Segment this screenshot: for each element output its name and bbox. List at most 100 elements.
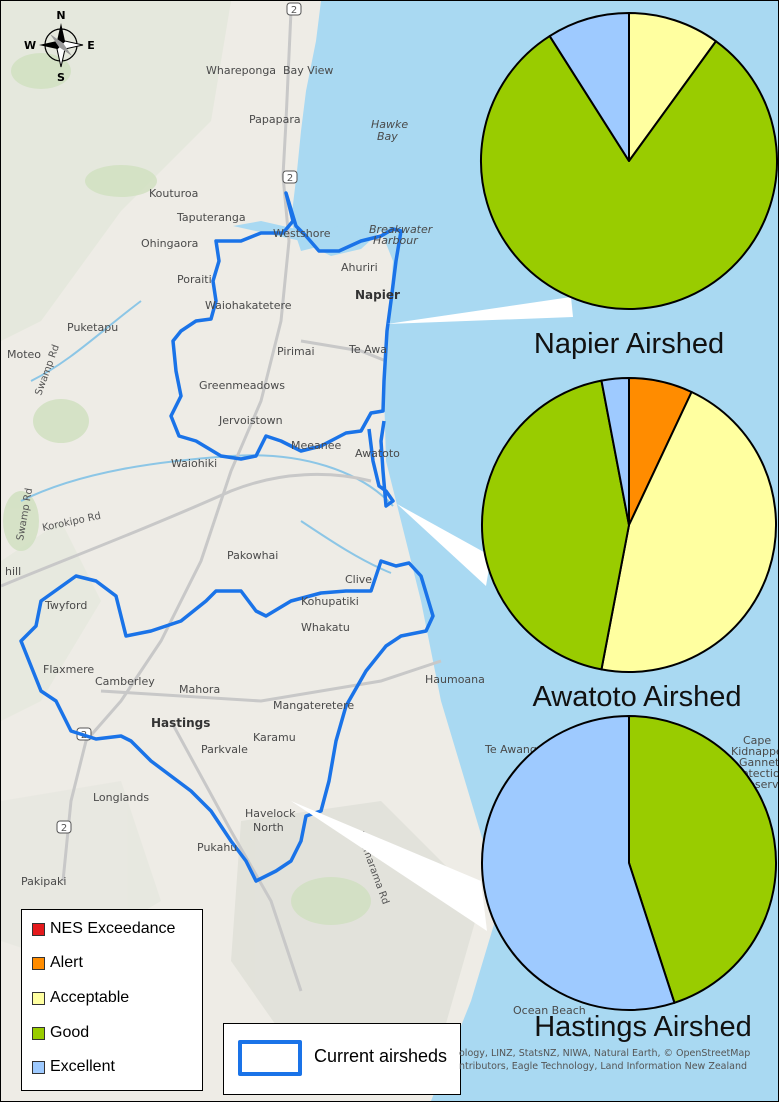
legend-item-alert: Alert xyxy=(32,954,83,972)
map-attribution: ology, LINZ, StatsNZ, NIWA, Natural Eart… xyxy=(459,1047,775,1073)
place-meeanee: Meeanee xyxy=(291,439,342,452)
svg-text:2: 2 xyxy=(291,5,297,16)
legend-swatch xyxy=(32,991,45,1005)
attribution-line-2: ntributors, Eagle Technology, Land Infor… xyxy=(459,1061,748,1072)
place-bay-view: Bay View xyxy=(283,64,333,77)
place-ohingaora: Ohingaora xyxy=(141,237,198,250)
svg-text:2: 2 xyxy=(61,823,67,834)
place-breakwater: Breakwater xyxy=(369,223,434,236)
place-awatoto: Awatoto xyxy=(355,447,400,460)
place-havelock: Havelock xyxy=(245,807,296,820)
place-greenmeadows: Greenmeadows xyxy=(199,379,285,392)
awatoto-pie-slice-acceptable xyxy=(600,390,778,673)
svg-text:S: S xyxy=(57,71,65,84)
place-kouturoa: Kouturoa xyxy=(149,187,198,200)
svg-text:Cape: Cape xyxy=(743,734,771,747)
awatoto-leader xyxy=(397,504,491,586)
pie-leaders xyxy=(291,297,573,931)
place-te-awa: Te Awa xyxy=(348,343,387,356)
hastings-airshed-boundary xyxy=(19,559,435,883)
place-pirimai: Pirimai xyxy=(277,345,315,358)
svg-text:Gannet: Gannet xyxy=(739,756,778,769)
pie-charts xyxy=(480,12,778,1011)
place-ahuriri: Ahuriri xyxy=(341,261,378,274)
legend-swatch xyxy=(32,1026,45,1040)
legend-item-excellent: Excellent xyxy=(32,1058,115,1076)
legend-item-acceptable: Acceptable xyxy=(32,989,129,1007)
hastings-pie-slice-good xyxy=(628,715,777,1004)
napier-airshed-title: Napier Airshed xyxy=(534,328,724,360)
place-labels: Whareponga Bay View Papapara Hawke Bay K… xyxy=(5,64,778,1017)
awatoto-airshed-pie xyxy=(481,376,778,673)
place-whakatu: Whakatu xyxy=(301,621,350,634)
place-flaxmere: Flaxmere xyxy=(43,663,94,676)
place-mangateretere: Mangateretere xyxy=(273,699,354,712)
legend-swatch xyxy=(32,956,45,970)
sh2-shield-a: 2 xyxy=(286,2,302,16)
place-waiohakatetere: Waiohakatetere xyxy=(205,299,292,312)
place-camberley: Camberley xyxy=(95,675,155,688)
attribution-line-1: ology, LINZ, StatsNZ, NIWA, Natural Eart… xyxy=(459,1048,751,1059)
svg-text:Kidnappers: Kidnappers xyxy=(731,745,778,758)
legend-item-good: Good xyxy=(32,1024,89,1042)
place-ocean-beach: Ocean Beach xyxy=(513,1004,586,1017)
air-quality-legend: NES Exceedance Alert Acceptable Good Exc… xyxy=(21,909,203,1091)
place-bay: Bay xyxy=(377,130,398,143)
place-westshore: Westshore xyxy=(273,227,331,240)
place-hawke: Hawke xyxy=(371,118,408,131)
napier-pie-slice-excellent xyxy=(548,12,630,162)
place-taputeranga: Taputeranga xyxy=(176,211,246,224)
place-twyford: Twyford xyxy=(44,599,87,612)
airshed-legend-label: Current airsheds xyxy=(314,1046,448,1066)
place-poraiti: Poraiti xyxy=(177,273,212,286)
svg-text:E: E xyxy=(87,39,95,52)
svg-text:2: 2 xyxy=(287,173,293,184)
place-te-awanga: Te Awanga xyxy=(484,743,544,756)
place-clive: Clive xyxy=(345,573,372,586)
place-moteo: Moteo xyxy=(7,348,41,361)
legend-swatch xyxy=(32,1060,45,1074)
place-longlands: Longlands xyxy=(93,791,149,804)
awatoto-pie-slice-good xyxy=(481,379,630,671)
hastings-airshed-pie xyxy=(481,715,777,1011)
place-puketapu: Puketapu xyxy=(67,321,118,334)
napier-pie-slice-acceptable xyxy=(628,12,717,162)
place-mahora: Mahora xyxy=(179,683,220,696)
place-harbour: Harbour xyxy=(373,234,419,247)
napier-airshed-pie xyxy=(480,12,778,311)
place-north: North xyxy=(253,821,284,834)
hastings-pie-slice-excellent xyxy=(481,715,676,1011)
sh2-shield-d: 2 xyxy=(56,820,72,834)
airshed-legend: Current airsheds xyxy=(223,1023,461,1095)
awatoto-airshed-boundary xyxy=(367,420,395,508)
place-parkvale: Parkvale xyxy=(201,743,248,756)
place-jervoistown: Jervoistown xyxy=(218,414,283,427)
legend-item-nes-exceedance: NES Exceedance xyxy=(32,920,175,938)
airshed-boundaries xyxy=(19,191,435,883)
awatoto-airshed-title: Awatoto Airshed xyxy=(532,681,741,713)
place-pakipaki: Pakipaki xyxy=(21,875,66,888)
svg-text:W: W xyxy=(24,39,36,52)
compass-rose-icon: N S E W xyxy=(24,9,95,84)
airshed-outline-swatch xyxy=(238,1040,302,1076)
place-waiohiki: Waiohiki xyxy=(171,457,217,470)
awatoto-pie-slice-excellent xyxy=(600,376,630,526)
legend-swatch xyxy=(32,922,45,936)
sh2-shield-b: 2 xyxy=(282,170,298,184)
place-napier: Napier xyxy=(355,288,400,302)
hastings-leader xyxy=(291,801,487,931)
place-papapara: Papapara xyxy=(249,113,301,126)
place-kohupatiki: Kohupatiki xyxy=(301,595,359,608)
napier-pie-slice-good xyxy=(480,35,778,311)
place-pakowhai: Pakowhai xyxy=(227,549,278,562)
napier-leader xyxy=(387,297,573,324)
napier-awatoto-airshed-boundary xyxy=(169,191,403,461)
place-hastings: Hastings xyxy=(151,716,210,730)
place-pukahu: Pukahu xyxy=(197,841,237,854)
svg-text:N: N xyxy=(56,9,65,22)
place-hill: hill xyxy=(5,565,21,578)
place-haumoana: Haumoana xyxy=(425,673,485,686)
place-whareponga: Whareponga xyxy=(206,64,276,77)
